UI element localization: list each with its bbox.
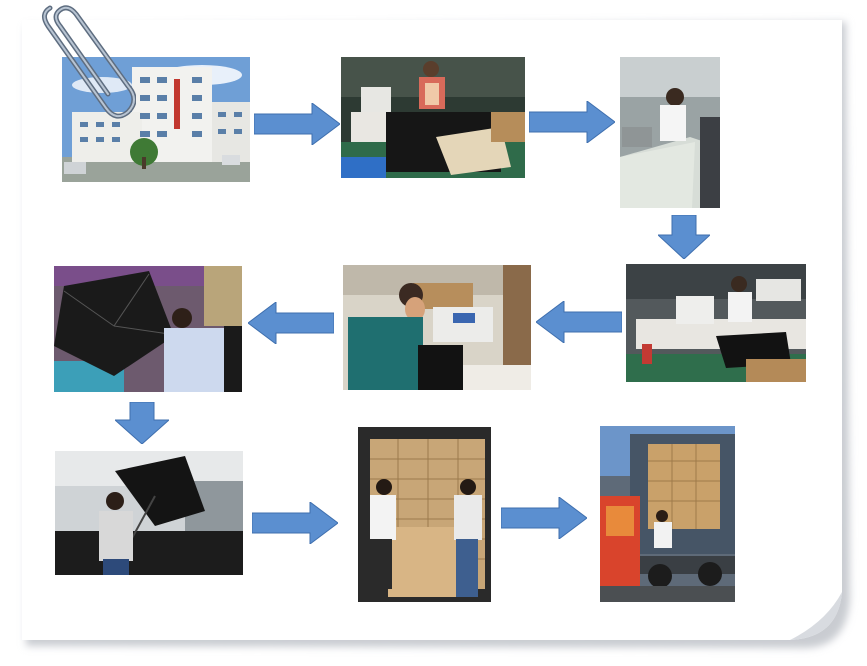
photo-sewing-machine	[626, 264, 806, 382]
photo-carton-packing	[358, 427, 491, 602]
paperclip-icon	[36, 0, 137, 120]
arrow-right-1	[254, 103, 340, 145]
arrow-right-4	[501, 497, 587, 539]
photo-fabric-cutting	[341, 57, 525, 178]
photo-factory-building	[62, 57, 250, 182]
arrow-left-1	[536, 301, 622, 343]
arrow-right-2	[529, 101, 615, 143]
arrow-right-3	[252, 502, 338, 544]
arrow-left-2	[248, 302, 334, 344]
photo-umbrella-assembly	[54, 266, 242, 392]
photo-container-loading	[600, 426, 735, 602]
photo-pattern-layout	[620, 57, 720, 208]
page-curl	[790, 592, 842, 640]
photo-quality-inspection	[55, 451, 243, 575]
arrow-down-1	[658, 215, 710, 259]
photo-stitching-worker	[343, 265, 531, 390]
arrow-down-2	[115, 402, 169, 444]
